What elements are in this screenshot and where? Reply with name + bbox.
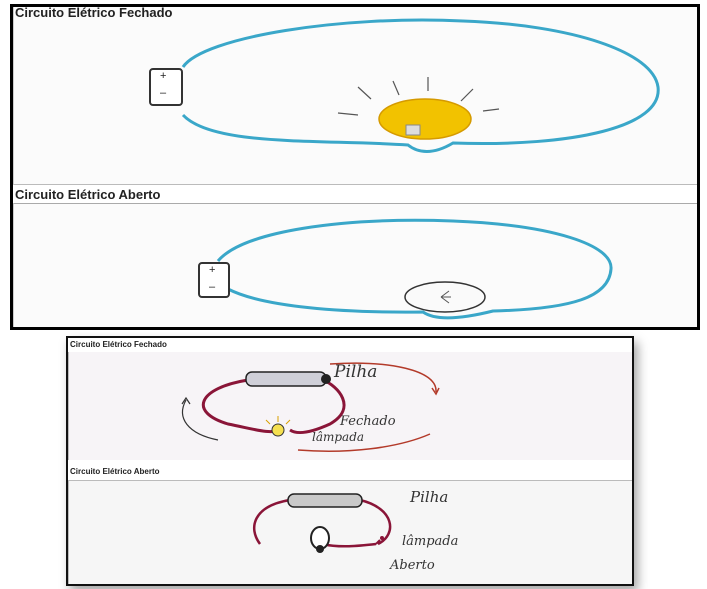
- bottom-closed-battery: [245, 371, 327, 387]
- current-arrow-bottom: [297, 433, 431, 452]
- top-figure: Circuito Elétrico Fechado Circuito Elétr…: [10, 4, 700, 330]
- bottom-open-battery-label: Pilha: [410, 488, 449, 506]
- top-drawings: [149, 18, 660, 320]
- open-circuit-title: Circuito Elétrico Aberto: [15, 187, 161, 202]
- bottom-closed-panel: [68, 352, 632, 460]
- closed-battery-plus: +: [160, 70, 167, 82]
- bottom-closed-battery-label: Pilha: [334, 362, 378, 382]
- bulb-rays: [337, 77, 500, 116]
- open-circuit-wire: [216, 218, 613, 320]
- bottom-closed-wire: [202, 378, 346, 434]
- bottom-open-state-label: Aberto: [390, 558, 435, 573]
- open-battery-minus: –: [209, 281, 216, 293]
- bottom-open-battery: [287, 493, 363, 508]
- open-battery: [198, 262, 230, 298]
- closed-battery: [149, 68, 183, 106]
- bottom-closed-lamp: [271, 423, 285, 437]
- bottom-closed-state-label: Fechado: [340, 414, 396, 429]
- closed-bulb-base: [405, 124, 421, 136]
- bottom-drawings: [181, 362, 440, 553]
- current-arrow-top: [329, 362, 437, 393]
- current-arrow-left: [181, 399, 219, 441]
- closed-battery-minus: –: [160, 87, 167, 99]
- bottom-closed-title: Circuito Elétrico Fechado: [70, 340, 167, 349]
- closed-bulb-lit: [378, 98, 472, 140]
- bottom-open-lamp-label: lâmpada: [402, 534, 459, 549]
- bottom-closed-lamp-label: lâmpada: [312, 430, 365, 444]
- closed-circuit-title: Circuito Elétrico Fechado: [15, 5, 173, 20]
- bottom-figure: Circuito Elétrico Fechado Circuito Elétr…: [66, 336, 634, 586]
- closed-circuit-wire: [181, 18, 660, 153]
- open-battery-plus: +: [209, 264, 216, 276]
- bottom-open-title: Circuito Elétrico Aberto: [70, 467, 160, 476]
